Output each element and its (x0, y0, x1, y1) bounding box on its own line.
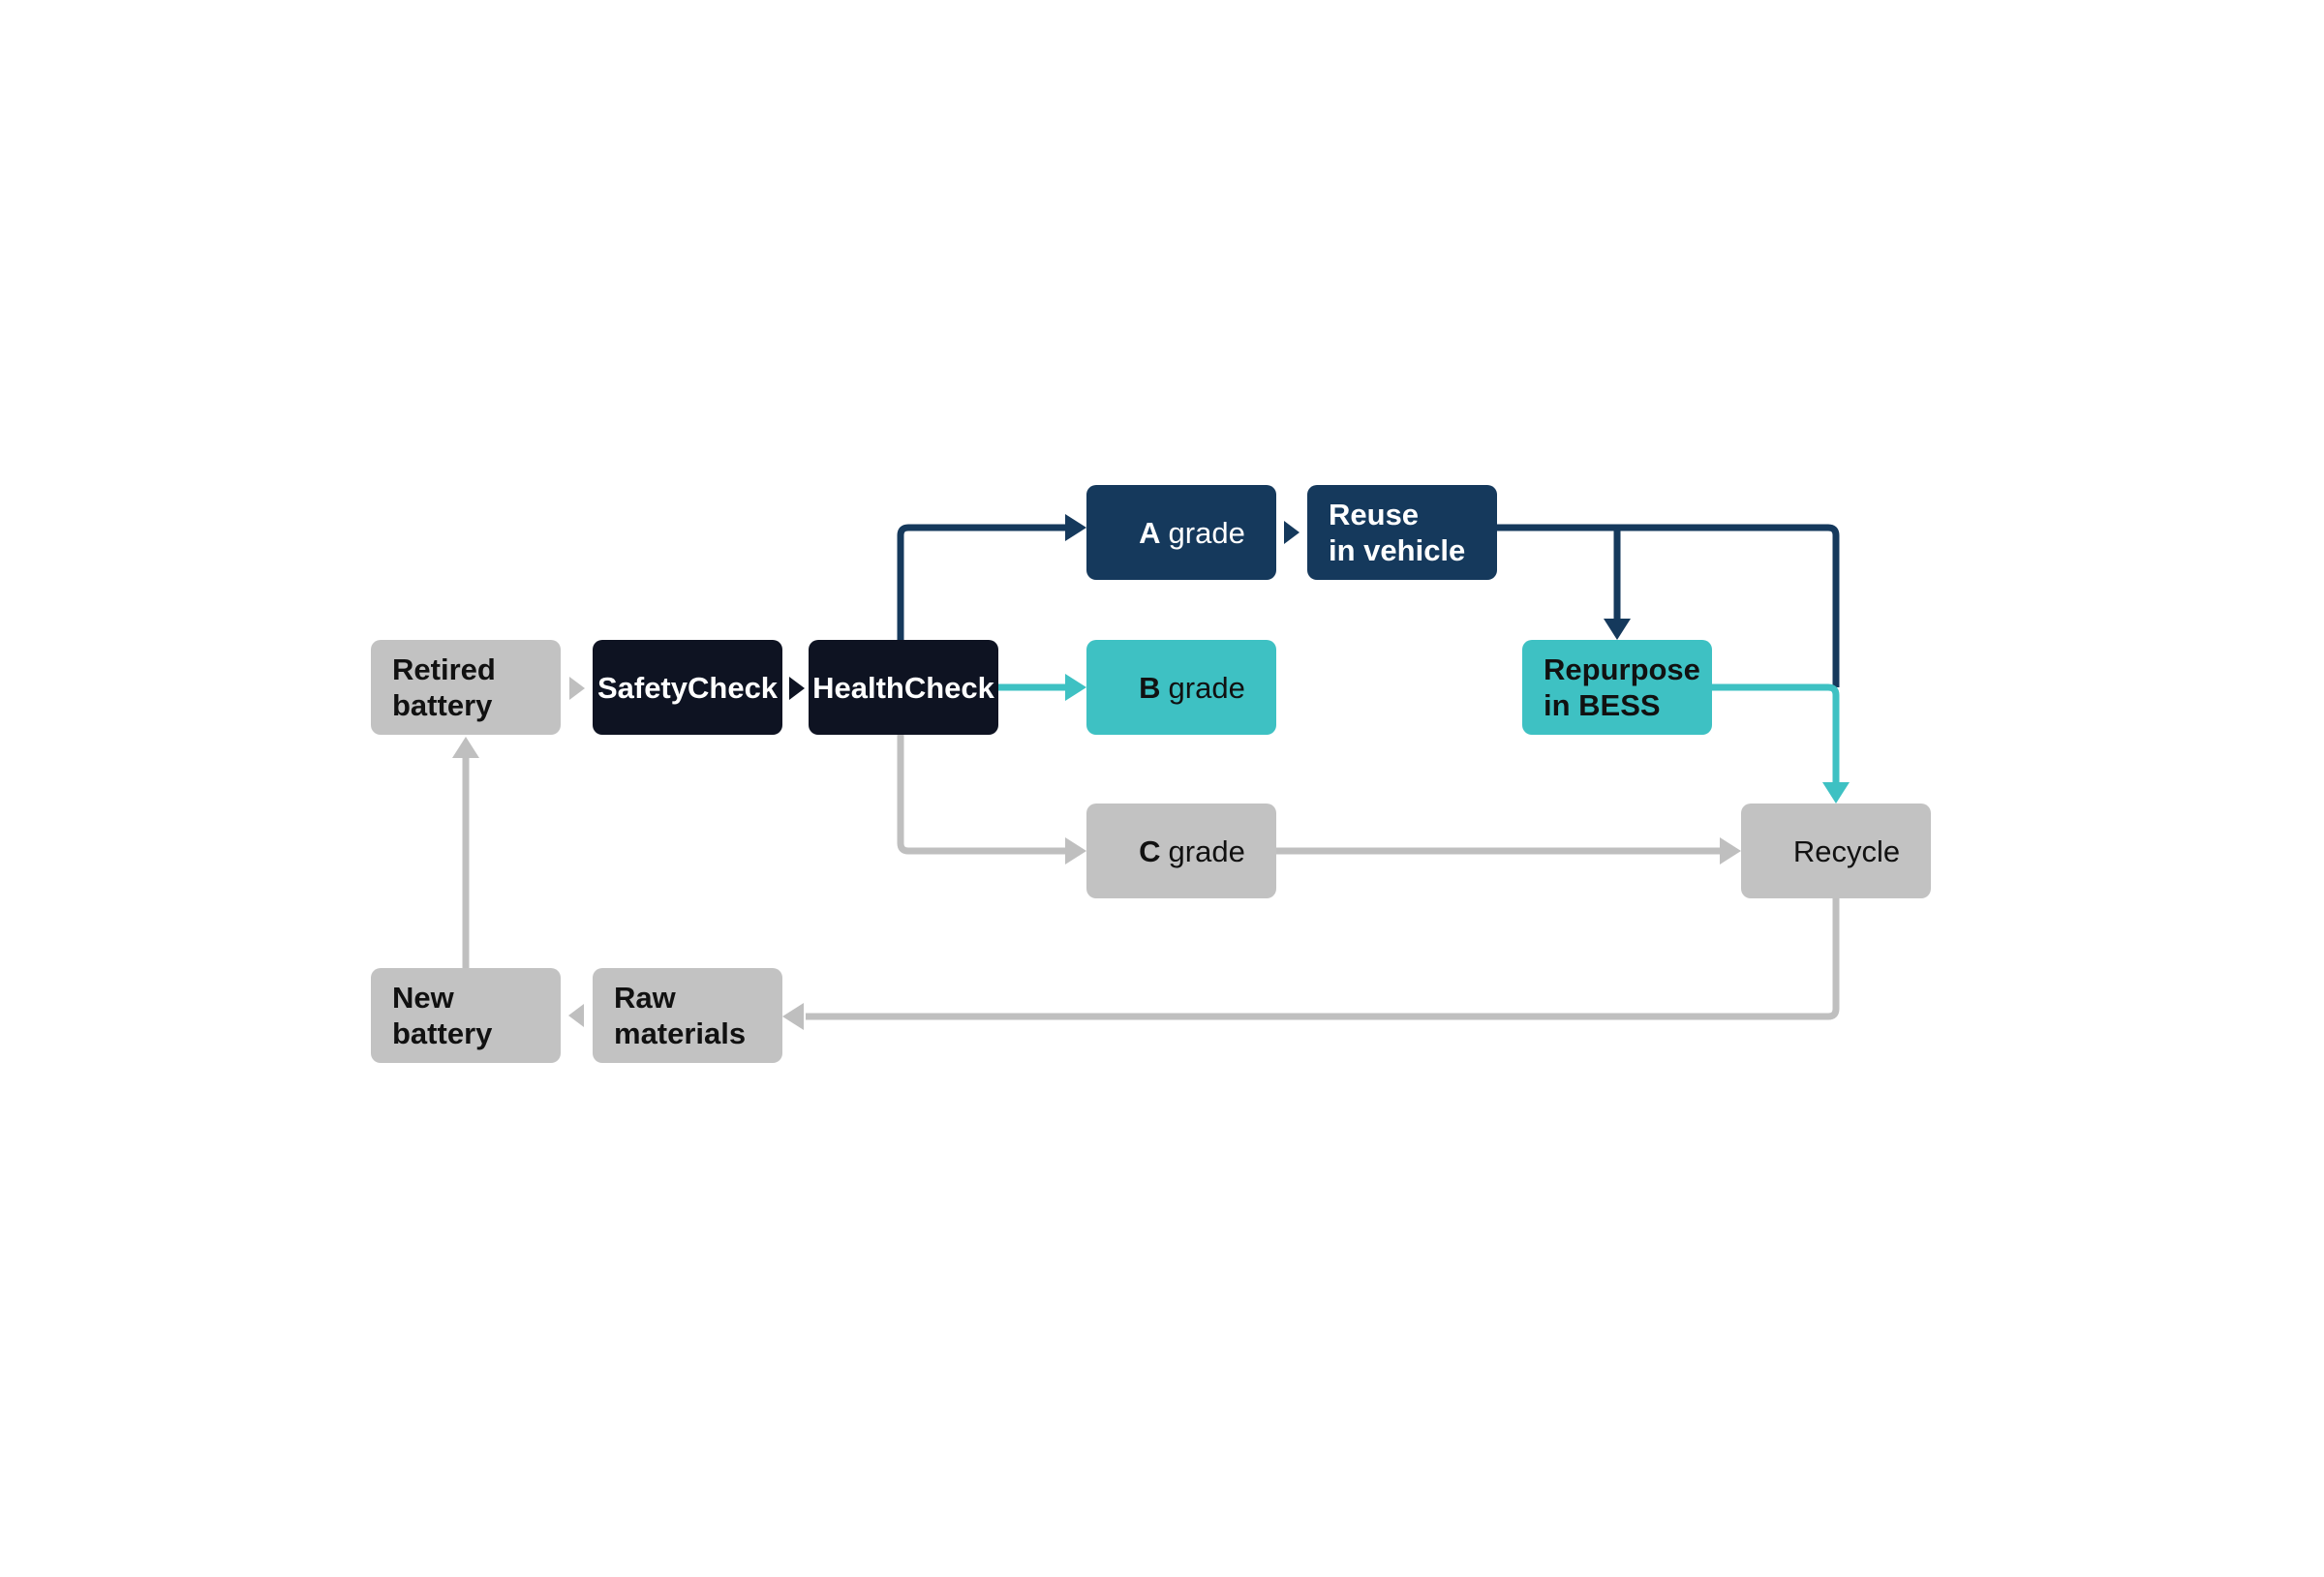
arrowhead-a-grade (1065, 514, 1086, 541)
arrowhead-repurpose-top (1604, 619, 1631, 640)
edge-reuse-to-recycle-navy (1497, 524, 1840, 687)
node-label-line1: Raw (614, 981, 676, 1015)
node-label-line1: New (392, 981, 454, 1015)
node-recycle: Recycle (1741, 804, 1931, 898)
grade-word: grade (1168, 670, 1245, 705)
node-label-line2: battery (392, 1016, 493, 1050)
grade-word: grade (1168, 515, 1245, 550)
node-label-line1: Retired (392, 652, 496, 686)
arrowhead-c-grade (1065, 837, 1086, 864)
node-label-line1: Repurpose (1544, 652, 1700, 686)
node-label: SafetyCheck (596, 670, 779, 705)
node-new-battery: New battery (371, 968, 561, 1063)
grade-letter: C (1139, 834, 1161, 868)
node-raw-materials: Raw materials (593, 968, 782, 1063)
edge-healthcheck-to-c-grade (897, 735, 1067, 855)
edge-healthcheck-to-a-grade (897, 524, 1067, 640)
node-label-line1: Reuse (1329, 498, 1420, 531)
node-label: HealthCheck (812, 670, 994, 705)
arrowhead-recycle-top (1822, 782, 1850, 804)
node-c-grade: C grade (1086, 804, 1276, 898)
node-label-line2: in BESS (1544, 688, 1661, 722)
edge-recycle-to-raw-materials (806, 898, 1840, 1020)
node-label-line2: materials (614, 1016, 747, 1050)
arrowhead-b-grade (1065, 674, 1086, 701)
node-label-line2: in vehicle (1329, 533, 1466, 567)
node-a-grade: A grade (1086, 485, 1276, 580)
arrowhead-retired-battery (452, 737, 479, 758)
node-safety-check: SafetyCheck (593, 640, 782, 735)
arrowhead-recycle-left (1720, 837, 1741, 864)
node-label-line2: battery (392, 688, 493, 722)
grade-letter: B (1139, 670, 1161, 705)
arrow-a-grade-to-reuse (1284, 521, 1300, 544)
arrowhead-raw-materials (782, 1003, 804, 1030)
arrow-raw-materials-to-new-battery (568, 1004, 584, 1027)
node-repurpose-in-bess: Repurpose in BESS (1522, 640, 1712, 735)
edge-repurpose-to-recycle (1712, 683, 1840, 784)
node-retired-battery: Retired battery (371, 640, 561, 735)
arrow-safetycheck-to-healthcheck (789, 677, 805, 700)
grade-word: grade (1168, 834, 1245, 868)
node-label: Recycle (1792, 834, 1901, 868)
grade-letter: A (1139, 515, 1161, 550)
node-reuse-in-vehicle: Reuse in vehicle (1307, 485, 1497, 580)
node-health-check: HealthCheck (809, 640, 998, 735)
arrow-retired-to-safetycheck (569, 677, 585, 700)
node-b-grade: B grade (1086, 640, 1276, 735)
